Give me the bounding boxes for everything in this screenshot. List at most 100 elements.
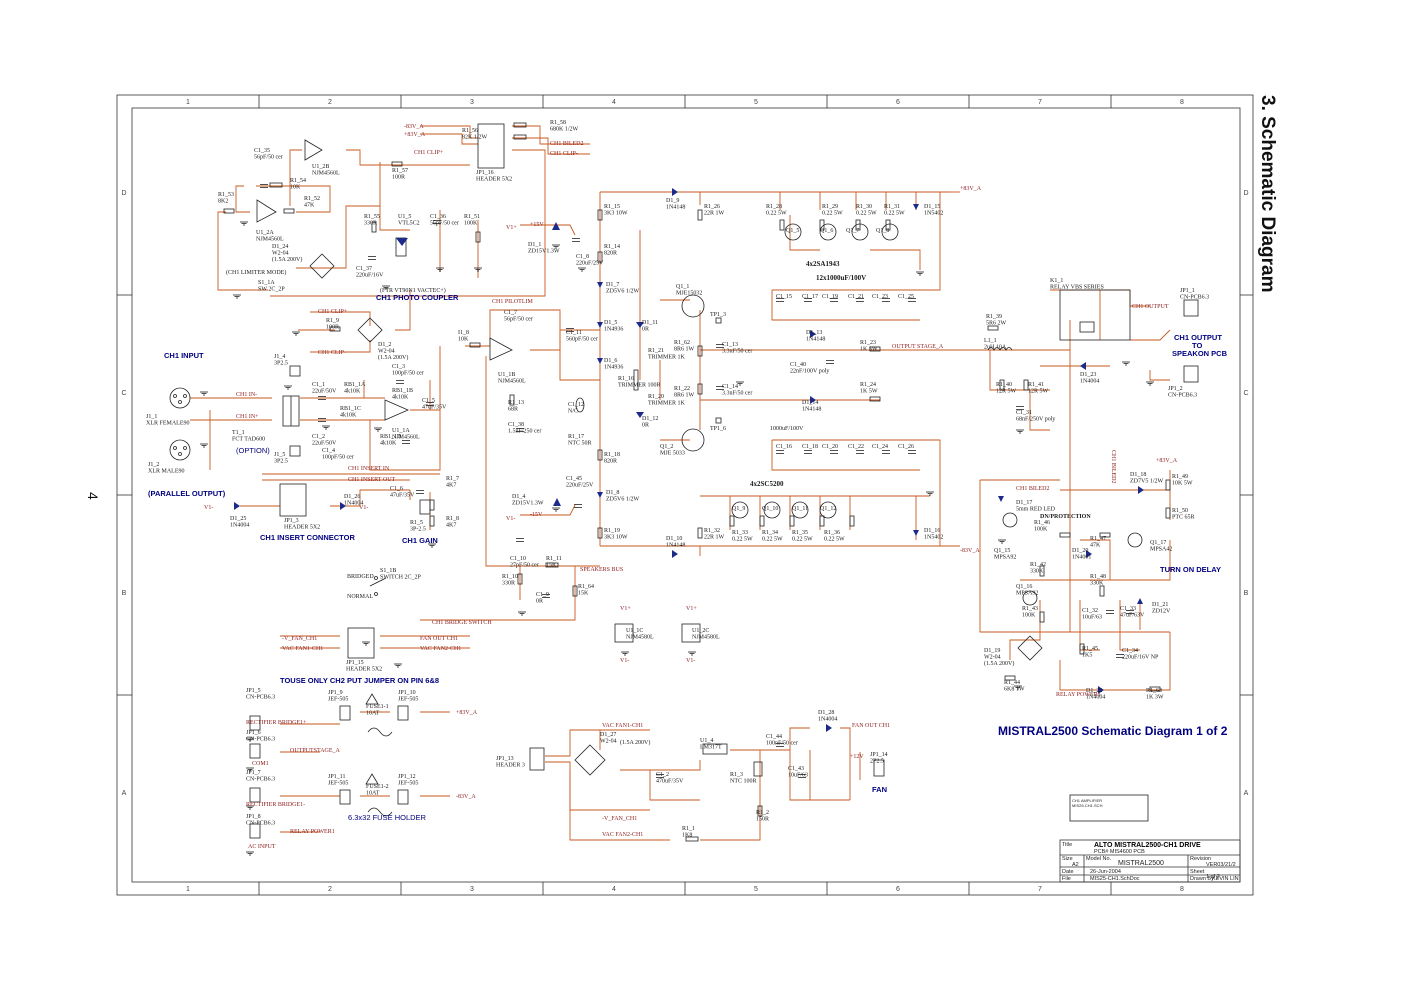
net-labels: +83V_A -83V_A -83V_A +83V_A +15V -15V V1… [204,124,1178,850]
ground-icon [200,391,208,396]
ground-icon [688,651,696,656]
grid-col-7-bottom: 7 [1038,886,1042,893]
net-bridge-switch: CH1 BRIDGE SWITCH [432,620,492,626]
tb-title: ALTO MISTRAL2500-CH1 DRIVE [1094,842,1201,849]
tb-model-label: Model No. [1086,856,1112,862]
ground-icon [246,851,254,856]
grid-row-A-left: A [122,790,127,797]
net-v1minus: V1- [506,516,515,522]
wiring [190,125,1171,841]
net-insert-out: CH1 INSERT OUT [348,477,396,483]
label-q1-6: Q1_6 [820,228,833,234]
tb-revision-label: Revision [1190,856,1211,862]
tb-model: MISTRAL2500 [1118,860,1164,867]
net-fan-out: FAN OUT CH1 [420,636,458,642]
ground-icon [474,267,482,272]
heading-ch1-output: CH1 OUTPUT [1174,333,1222,342]
diagram-title: MISTRAL2500 Schematic Diagram 1 of 2 [998,724,1228,738]
net-83v-hdr1: -83V_A [404,124,424,130]
component-symbols [169,122,1199,842]
label-c1-20: C1_20 [822,444,838,450]
label-c1-16: C1_16 [776,444,792,450]
grid-row-A-right: A [1244,790,1249,797]
ground-icon [362,641,370,646]
net-clip-minus: CH1 CLIP- [318,350,346,356]
heading-photo-coupler: CH1 PHOTO COUPLER [376,293,459,302]
ground-icon [916,271,924,276]
grid-col-1-top: 1 [186,99,190,106]
net-12v: +12V [850,754,864,760]
net-83v-hdr2: +83V_A [404,132,426,138]
heading-cap-bank-bottom: 1000uF/100V [770,426,804,432]
net-15v-neg: -15V [530,512,543,518]
net-v1minus-4: V1- [686,658,695,664]
heading-cap-bank-top: 12x1000uF/100V [816,274,866,282]
tb-drawn-label: Drawn By [1190,876,1214,882]
tb-subtitle: PCB# MIS4600 PCB [1094,849,1145,855]
grid-col-6-bottom: 6 [896,886,900,893]
grid-col-6-top: 6 [896,99,900,106]
tb-size: A2 [1072,862,1079,868]
net-com1: COM1 [252,761,269,767]
net-rect-plus: RECTIFIER BRIDGE1+ [246,720,307,726]
ground-icon [552,244,560,249]
ground-icon [1014,685,1022,690]
net-insert-in: CH1 INSERT IN [348,466,390,472]
label-c1-19: C1_19 [822,294,838,300]
net-vac-fan1-b: VAC FAN1-CH1 [602,723,643,729]
net-outputstage-a: OUTPUTSTAGE_A [290,748,341,754]
ground-icon [284,385,292,390]
outer-frame [116,94,1254,896]
ground-icon [374,427,382,432]
net-clip-plus: CH1 CLIP+ [318,309,348,315]
net-v1plus-2: V1+ [620,606,631,612]
label-c1-21: C1_21 [848,294,864,300]
ground-icon [233,294,241,299]
net-vac-fan2-b: VAC FAN2-CH1 [602,832,643,838]
grid-col-3-bottom: 3 [470,886,474,893]
grid-col-4-top: 4 [612,99,616,106]
label-q1-8: Q1_8 [876,228,889,234]
ground-icon [1146,381,1154,386]
heading-bridged: BRIDGED [347,574,374,580]
